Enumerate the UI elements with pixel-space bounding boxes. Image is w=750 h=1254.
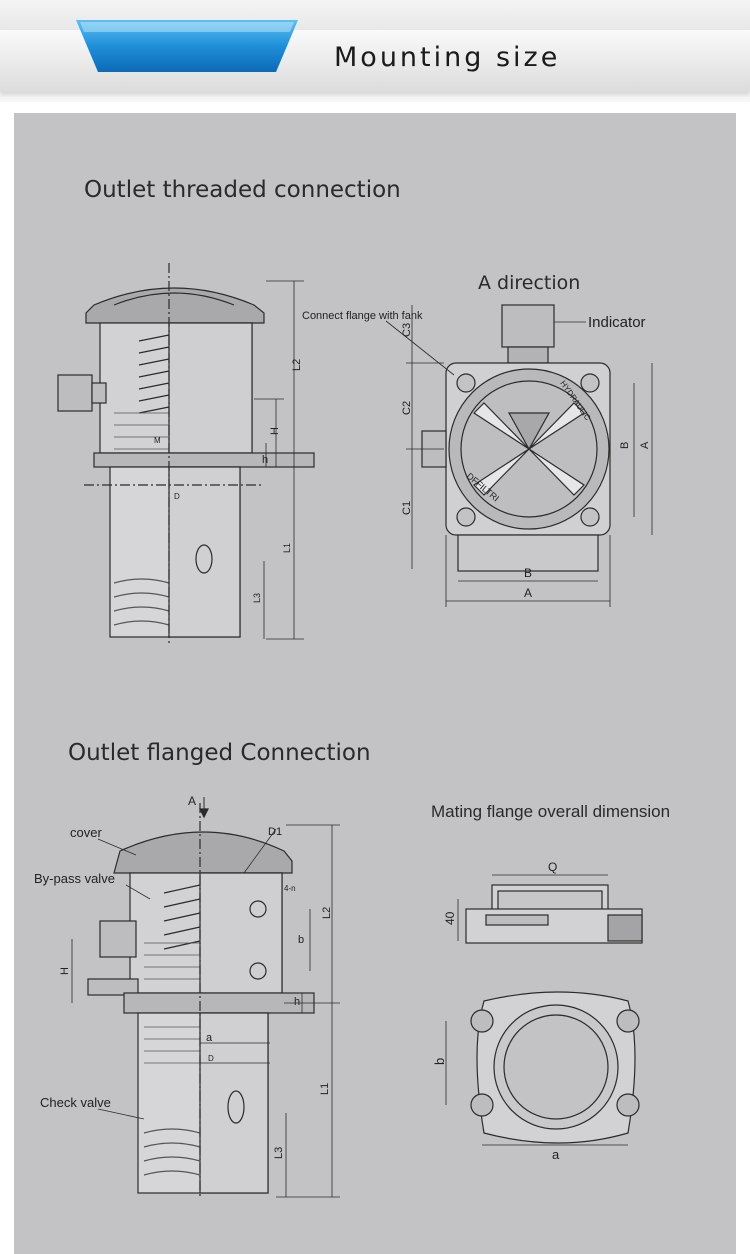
dim-4-n: 4-n: [284, 884, 296, 893]
dim-A-horizontal: A: [524, 586, 532, 600]
dim-D: D: [174, 492, 180, 501]
dim-Q: Q: [548, 860, 557, 874]
mating-flange-title: Mating flange overall dimension: [431, 802, 671, 821]
dim-C1: C1: [401, 501, 413, 515]
cover-label: cover: [70, 825, 102, 840]
header-bar: Mounting size: [0, 0, 750, 102]
section-title-flanged: Outlet flanged Connection: [68, 740, 371, 766]
dim-a-flanged: a: [206, 1032, 213, 1044]
mating-flange-side-view: [457, 874, 643, 944]
dim-h: h: [262, 454, 268, 466]
dim-b-flanged: b: [298, 934, 304, 946]
bypass-valve-label: By-pass valve: [34, 871, 115, 886]
dim-C3: C3: [401, 323, 413, 337]
filter-side-view-threaded: [57, 263, 315, 643]
dim-40: 40: [443, 911, 457, 925]
dim-h-flanged: h: [294, 996, 300, 1008]
filter-top-view-a-direction: [385, 304, 653, 607]
connect-flange-label: Connect flange with fank: [302, 310, 423, 322]
dim-L1-flanged: L1: [319, 1083, 331, 1095]
indicator-label: Indicator: [588, 314, 646, 331]
dim-L3-flanged: L3: [273, 1147, 285, 1159]
drawing-panel: Outlet threaded connection A direction O…: [14, 113, 736, 1254]
dim-H: H: [269, 427, 281, 435]
dim-M: M: [154, 436, 161, 445]
arrow-a-label: A: [188, 794, 196, 808]
dim-C2: C2: [401, 401, 413, 415]
dim-B-horizontal: B: [524, 566, 532, 580]
dim-H-flanged: H: [59, 967, 71, 975]
dim-B-vertical: B: [619, 442, 631, 449]
mating-flange-top-view: [445, 991, 640, 1146]
dim-L2-flanged: L2: [321, 907, 333, 919]
check-valve-label: Check valve: [40, 1095, 111, 1110]
dim-a-mating: a: [552, 1147, 560, 1162]
section-title-threaded: Outlet threaded connection: [84, 177, 401, 203]
dim-D1: D1: [268, 826, 282, 838]
header-accent-tab: [76, 20, 298, 72]
page-title: Mounting size: [334, 42, 561, 73]
dim-L3: L3: [252, 593, 262, 603]
technical-drawing: L2 H h M D L1 L3 Connect flange with fan…: [34, 263, 653, 1199]
dim-L2: L2: [291, 359, 303, 371]
a-direction-title: A direction: [478, 272, 581, 294]
dim-D-flanged: D: [208, 1054, 214, 1063]
dim-L1: L1: [282, 543, 292, 553]
filter-side-view-flanged: [71, 797, 340, 1199]
dim-b-mating: b: [432, 1058, 447, 1065]
dim-A-vertical: A: [639, 441, 651, 449]
